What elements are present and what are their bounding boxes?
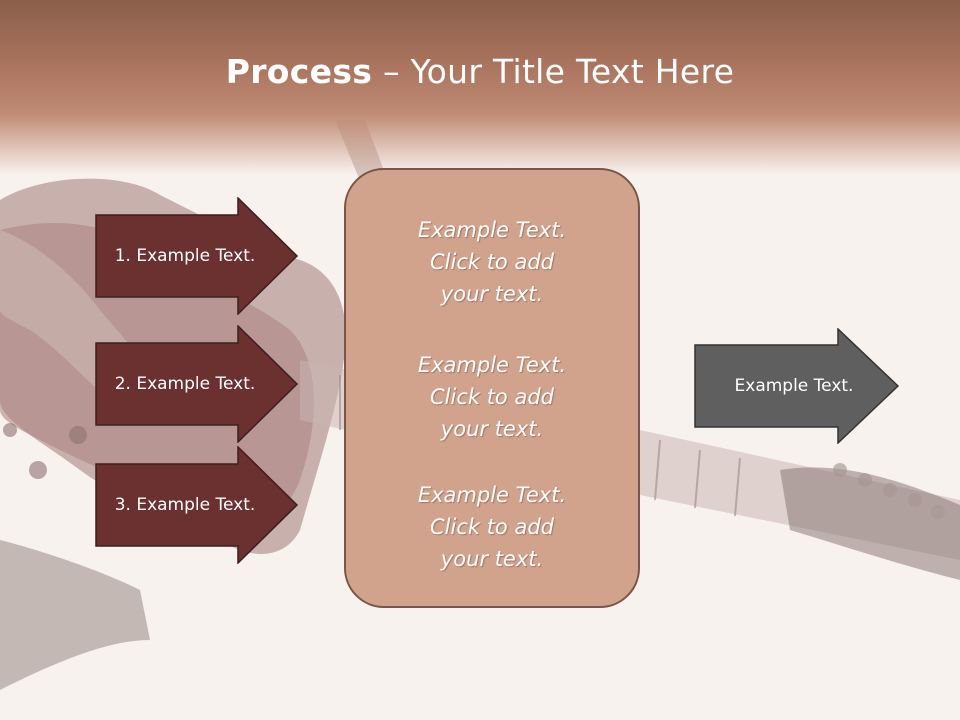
center-block-2-line-3: your text. xyxy=(440,417,544,441)
result-arrow[interactable]: Example Text. xyxy=(694,328,900,444)
process-arrow-1-label: 1. Example Text. xyxy=(114,246,256,266)
center-block-1-line-3: your text. xyxy=(440,282,544,306)
center-block-3-line-1: Example Text. xyxy=(417,483,567,507)
center-text-block-2: Example Text. Click to add your text. xyxy=(346,349,638,445)
center-block-3-line-3: your text. xyxy=(440,547,544,571)
title-bold-part: Process xyxy=(225,52,373,91)
slide-title[interactable]: Process – Your Title Text Here xyxy=(0,52,960,91)
result-arrow-label: Example Text. xyxy=(734,376,854,396)
title-rest-part: – Your Title Text Here xyxy=(372,52,735,91)
arrow-shape-icon xyxy=(95,446,299,564)
process-arrow-3-label: 3. Example Text. xyxy=(114,495,256,515)
center-text-block-3: Example Text. Click to add your text. xyxy=(346,479,638,575)
process-arrow-1[interactable]: 1. Example Text. xyxy=(95,197,299,315)
arrow-shape-icon xyxy=(694,328,900,444)
center-text-block-1: Example Text. Click to add your text. xyxy=(346,214,638,310)
process-arrow-2-label: 2. Example Text. xyxy=(114,374,256,394)
center-block-2-line-1: Example Text. xyxy=(417,353,567,377)
center-text-box[interactable]: Example Text. Click to add your text. Ex… xyxy=(344,168,640,608)
center-block-2-line-2: Click to add xyxy=(429,385,554,409)
title-band xyxy=(0,0,960,175)
arrow-shape-icon xyxy=(95,197,299,315)
center-block-1-line-2: Click to add xyxy=(429,250,554,274)
process-arrow-2[interactable]: 2. Example Text. xyxy=(95,325,299,443)
arrow-shape-icon xyxy=(95,325,299,443)
center-block-3-line-2: Click to add xyxy=(429,515,554,539)
process-arrow-3[interactable]: 3. Example Text. xyxy=(95,446,299,564)
center-block-1-line-1: Example Text. xyxy=(417,218,567,242)
